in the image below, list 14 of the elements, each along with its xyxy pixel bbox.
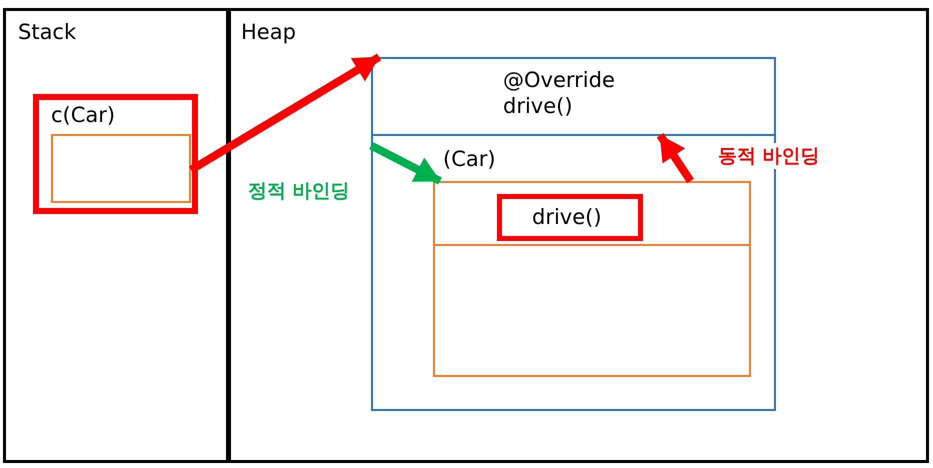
- label-text: Heap: [241, 19, 296, 45]
- label-text: Stack: [18, 19, 76, 45]
- arrow: [656, 133, 694, 184]
- reference-box: [51, 134, 191, 203]
- method-box: [497, 194, 643, 241]
- parent-object-box: [433, 181, 751, 377]
- label-text: c(Car): [51, 102, 116, 128]
- arrow: [188, 54, 382, 174]
- label-text: drive(): [532, 204, 602, 230]
- stack-panel: [3, 8, 229, 463]
- label-text: (Car): [443, 146, 496, 172]
- arrow: [369, 142, 442, 185]
- variable-box: [33, 94, 198, 214]
- label-text: @Override drive(): [503, 67, 616, 119]
